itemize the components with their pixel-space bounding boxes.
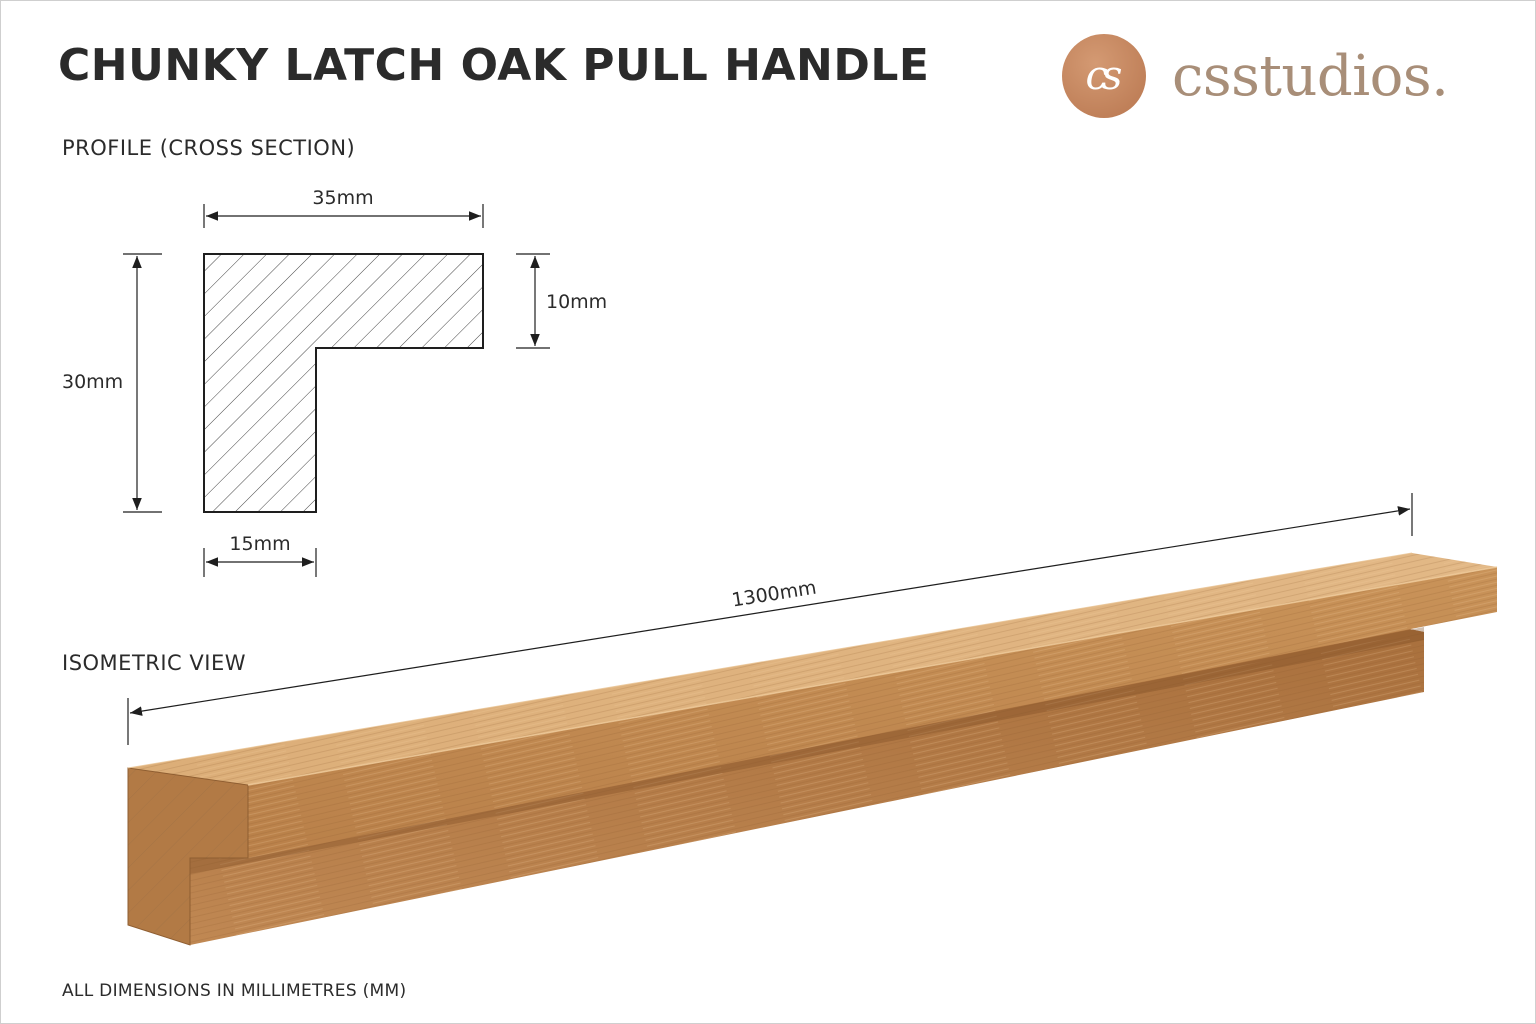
- brand-logo: cs csstudios.: [1062, 34, 1449, 118]
- page-title: CHUNKY LATCH OAK PULL HANDLE: [58, 40, 930, 91]
- dim-top-width-label: 35mm: [312, 187, 373, 209]
- dim-stem-width: 15mm: [203, 533, 317, 577]
- brand-mark-icon: cs: [1062, 34, 1146, 118]
- profile-section-label: PROFILE (CROSS SECTION): [62, 136, 356, 160]
- oak-handle-isometric: [127, 552, 1498, 946]
- dim-total-height-label: 30mm: [62, 371, 123, 393]
- dim-total-height: 30mm: [62, 253, 162, 513]
- dimensions-footnote: ALL DIMENSIONS IN MILLIMETRES (MM): [62, 981, 407, 1001]
- dim-length-label: 1300mm: [730, 577, 818, 612]
- dim-flange-height: 10mm: [516, 253, 607, 349]
- dim-flange-height-label: 10mm: [546, 291, 607, 313]
- profile-section-shape: [203, 253, 484, 513]
- brand-mark-text: cs: [1085, 53, 1123, 99]
- dim-stem-width-label: 15mm: [229, 533, 290, 555]
- brand-name: csstudios.: [1172, 43, 1449, 109]
- dim-top-width: 35mm: [203, 187, 484, 228]
